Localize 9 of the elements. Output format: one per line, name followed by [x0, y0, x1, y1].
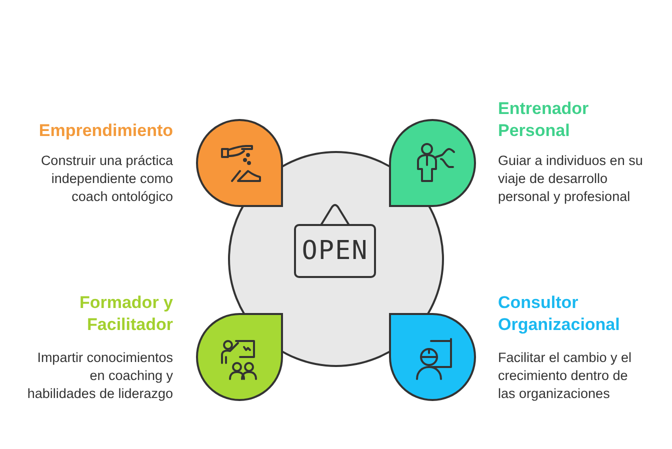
- heading: Emprendimiento: [38, 120, 173, 142]
- description: Guiar a individuos en su viaje de desarrollo personal y profesional: [498, 152, 644, 206]
- heading: Formador y Facilitador: [78, 292, 173, 336]
- heading: Consultor Organizacional: [498, 292, 621, 336]
- heading: Entrenador Personal: [498, 98, 590, 142]
- description: Facilitar el cambio y el crecimiento dentro de las organizaciones: [498, 349, 633, 403]
- description: Impartir conocimientos en coaching y habilidades de liderazgo: [26, 349, 173, 403]
- sign-text: OPEN: [300, 236, 370, 266]
- description: Construir una práctica independiente como coach ontológico: [40, 152, 173, 206]
